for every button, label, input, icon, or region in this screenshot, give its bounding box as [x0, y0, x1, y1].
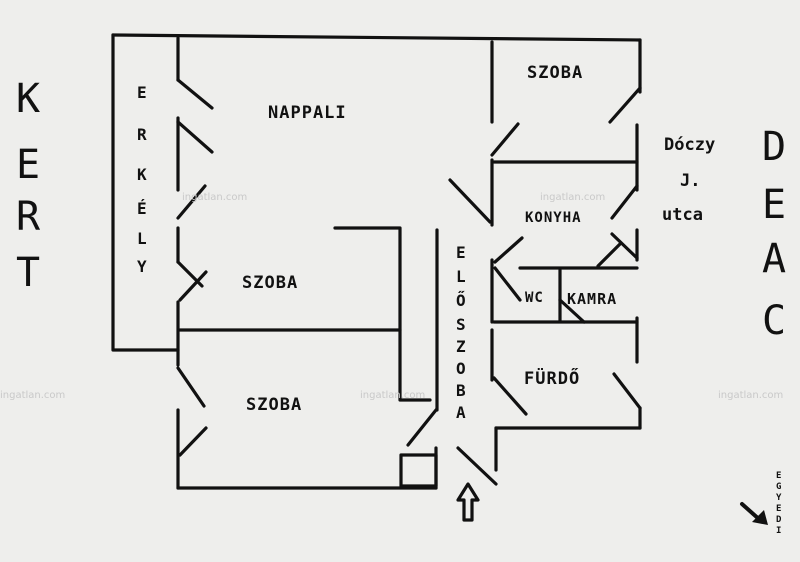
street-name-line-1: Dóczy — [664, 135, 715, 155]
entrance-note: E G Y E D I — [776, 471, 782, 536]
door-balcony-3 — [176, 184, 207, 220]
svg-text:G: G — [776, 482, 781, 492]
door-room-top-right — [490, 122, 520, 157]
garden-letter: R — [16, 194, 41, 240]
svg-text:R: R — [137, 125, 147, 144]
label-living-room: NAPPALI — [268, 103, 347, 123]
walls — [111, 33, 642, 490]
svg-text:D: D — [776, 515, 782, 525]
door-bottom-room-1 — [176, 366, 206, 408]
svg-text:S: S — [456, 315, 466, 334]
door-wardrobe — [406, 408, 438, 447]
label-kitchen: KONYHA — [525, 210, 582, 226]
svg-text:L: L — [137, 229, 147, 248]
wc-walls — [492, 268, 639, 324]
garden-letter: E — [16, 142, 40, 188]
door-kitchen-lower — [596, 242, 622, 268]
deac-letter: A — [762, 236, 786, 282]
door-bathroom-right — [612, 372, 642, 410]
street-name-line-3: utca — [662, 205, 703, 225]
wardrobe-wall — [333, 226, 432, 402]
label-room-middle: SZOBA — [242, 273, 298, 293]
label-room-top-right: SZOBA — [527, 63, 583, 83]
door-balcony-2 — [176, 120, 214, 154]
watermark: ingatlan.com — [0, 390, 65, 401]
doors — [176, 78, 642, 486]
street-name-line-2: J. — [680, 171, 700, 191]
corridor-left-wall — [434, 228, 439, 490]
door-entrance — [456, 446, 498, 486]
right-upper-wall — [635, 38, 642, 430]
storage-box — [399, 453, 438, 488]
door-balcony-5 — [178, 270, 208, 302]
label-bathroom: FÜRDŐ — [524, 367, 580, 389]
corridor-right-wall — [490, 40, 498, 472]
outer-wall-top — [111, 33, 642, 42]
watermark: ingatlan.com — [540, 192, 605, 203]
label-room-bottom: SZOBA — [246, 395, 302, 415]
watermark: ingatlan.com — [718, 390, 783, 401]
svg-text:Z: Z — [456, 337, 466, 356]
watermark: ingatlan.com — [360, 390, 425, 401]
door-kitchen-right — [610, 184, 639, 220]
svg-text:E: E — [456, 243, 466, 262]
door-wc — [493, 266, 522, 302]
door-living-room — [448, 178, 492, 224]
garden-letter: K — [16, 76, 40, 122]
svg-text:É: É — [137, 199, 147, 218]
svg-text:A: A — [456, 403, 466, 422]
label-pantry: KAMRA — [567, 290, 617, 308]
garden-letter: T — [16, 250, 40, 296]
svg-text:E: E — [776, 504, 781, 514]
svg-text:L: L — [456, 267, 466, 286]
entrance-arrow-icon — [456, 482, 480, 522]
svg-text:B: B — [456, 381, 466, 400]
svg-text:I: I — [776, 526, 781, 536]
svg-text:E: E — [137, 83, 147, 102]
label-balcony: E R K É L Y — [137, 83, 147, 276]
svg-text:E: E — [776, 471, 781, 481]
door-bathroom — [492, 376, 528, 416]
door-bottom-room-2 — [178, 426, 208, 457]
door-balcony-1 — [176, 78, 214, 110]
outer-wall-left — [111, 33, 180, 352]
svg-text:K: K — [137, 165, 147, 184]
deac-letter: C — [762, 298, 786, 344]
label-hallway: E L Ő S Z O B A — [456, 243, 466, 422]
door-wc-inner — [558, 298, 586, 324]
direction-arrow-icon — [740, 502, 768, 525]
door-kitchen-right-lower — [610, 232, 639, 260]
deac-letter: D — [762, 124, 786, 170]
watermark: ingatlan.com — [182, 192, 247, 203]
door-kitchen-corridor — [493, 236, 524, 264]
svg-text:Y: Y — [776, 493, 782, 503]
svg-text:Ő: Ő — [456, 290, 466, 310]
door-top-right-window — [608, 86, 642, 124]
deac-letter: E — [762, 182, 786, 228]
svg-text:O: O — [456, 359, 466, 378]
label-wc: WC — [525, 290, 544, 306]
svg-text:Y: Y — [137, 257, 147, 276]
